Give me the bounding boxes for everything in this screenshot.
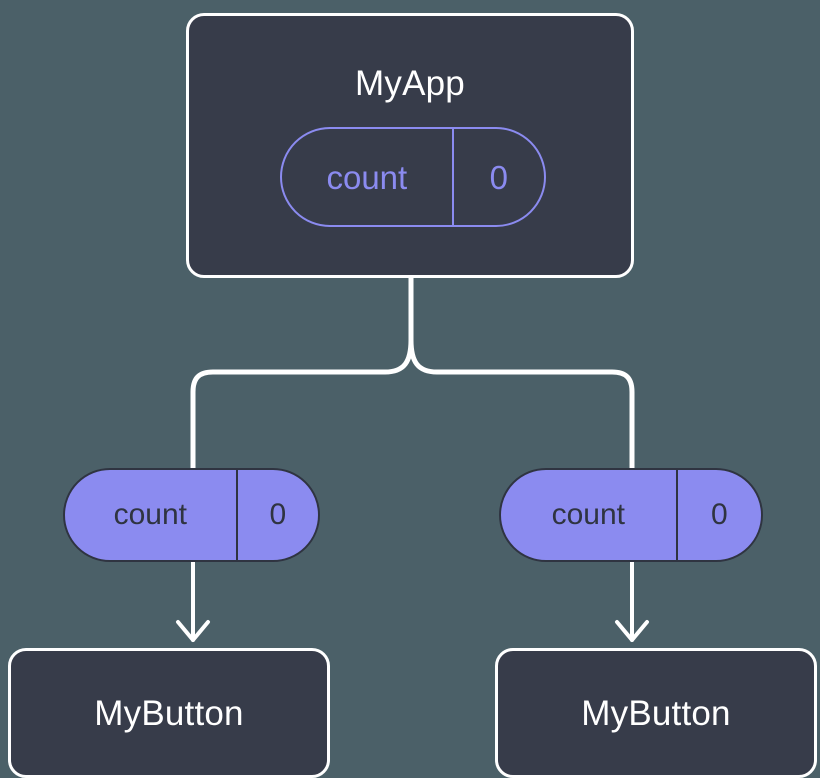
state-pill-key: count (282, 129, 454, 225)
component-title-myapp: MyApp (355, 64, 465, 103)
prop-pill-count-right[interactable]: count 0 (499, 468, 763, 562)
state-pill-value: 0 (489, 158, 509, 196)
component-node-mybutton-right[interactable]: MyButton (495, 648, 817, 778)
fork-left-connector (190, 337, 414, 471)
component-node-myapp[interactable]: MyApp count 0 (186, 13, 634, 278)
component-title-mybutton: MyButton (94, 693, 244, 733)
component-node-mybutton-left[interactable]: MyButton (8, 648, 330, 778)
arrow-left-head (176, 620, 210, 642)
component-title-mybutton: MyButton (581, 693, 731, 733)
prop-pill-value: 0 (710, 498, 728, 531)
state-pill-count[interactable]: count 0 (280, 127, 546, 227)
prop-pill-key: count (65, 470, 238, 560)
prop-pill-count-left[interactable]: count 0 (63, 468, 320, 562)
fork-right-connector (408, 337, 635, 471)
prop-pill-key: count (501, 470, 678, 560)
arrow-right-head (615, 620, 649, 642)
prop-pill-value: 0 (269, 498, 287, 531)
